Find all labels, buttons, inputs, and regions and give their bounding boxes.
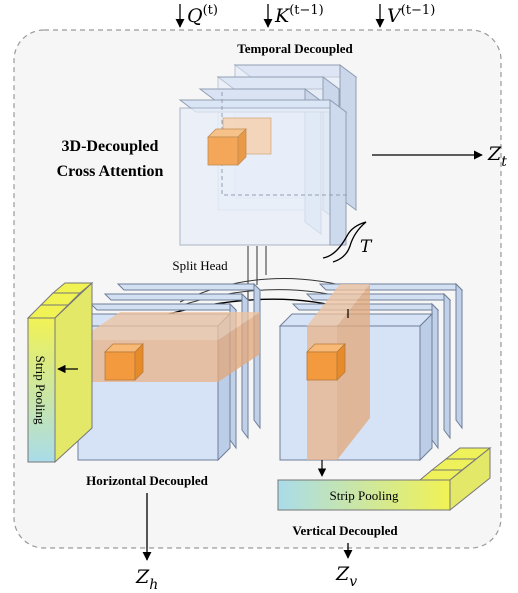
- t-label: T: [360, 237, 373, 257]
- module-title-line1: 3D-Decoupled: [62, 138, 159, 155]
- k-input-label: K(t−1): [274, 3, 324, 27]
- zh-output-label: Zh: [135, 566, 158, 593]
- zt-output-label: Zt: [487, 143, 507, 170]
- v-input-label: V(t−1): [387, 3, 435, 27]
- temporal-label: Temporal Decoupled: [237, 41, 353, 56]
- horizontal-label: Horizontal Decoupled: [86, 473, 208, 488]
- zv-output-label: Zv: [335, 563, 357, 590]
- horizontal-query-cube: [104, 343, 144, 381]
- strip-pooling-left-label: Strip Pooling: [33, 356, 48, 425]
- split-head-label: Split Head: [172, 258, 228, 273]
- input-arrows: [175, 4, 385, 28]
- horizontal-attention-band: [78, 312, 260, 382]
- vertical-query-cube: [306, 343, 346, 381]
- temporal-cube-stack: [178, 64, 358, 246]
- horizontal-strip-pooling: Strip Pooling: [26, 281, 94, 464]
- horizontal-cube-stack: [76, 282, 262, 462]
- t-brace: [322, 221, 367, 263]
- strip-pooling-bottom-label: Strip Pooling: [330, 488, 399, 503]
- vertical-strip-pooling: Strip Pooling: [277, 446, 492, 512]
- module-title-line2: Cross Attention: [57, 163, 164, 180]
- temporal-query-cube: [207, 117, 272, 166]
- q-input-label: Q(t): [187, 3, 218, 27]
- vertical-label: Vertical Decoupled: [292, 523, 398, 538]
- vertical-cube-stack: [278, 282, 464, 462]
